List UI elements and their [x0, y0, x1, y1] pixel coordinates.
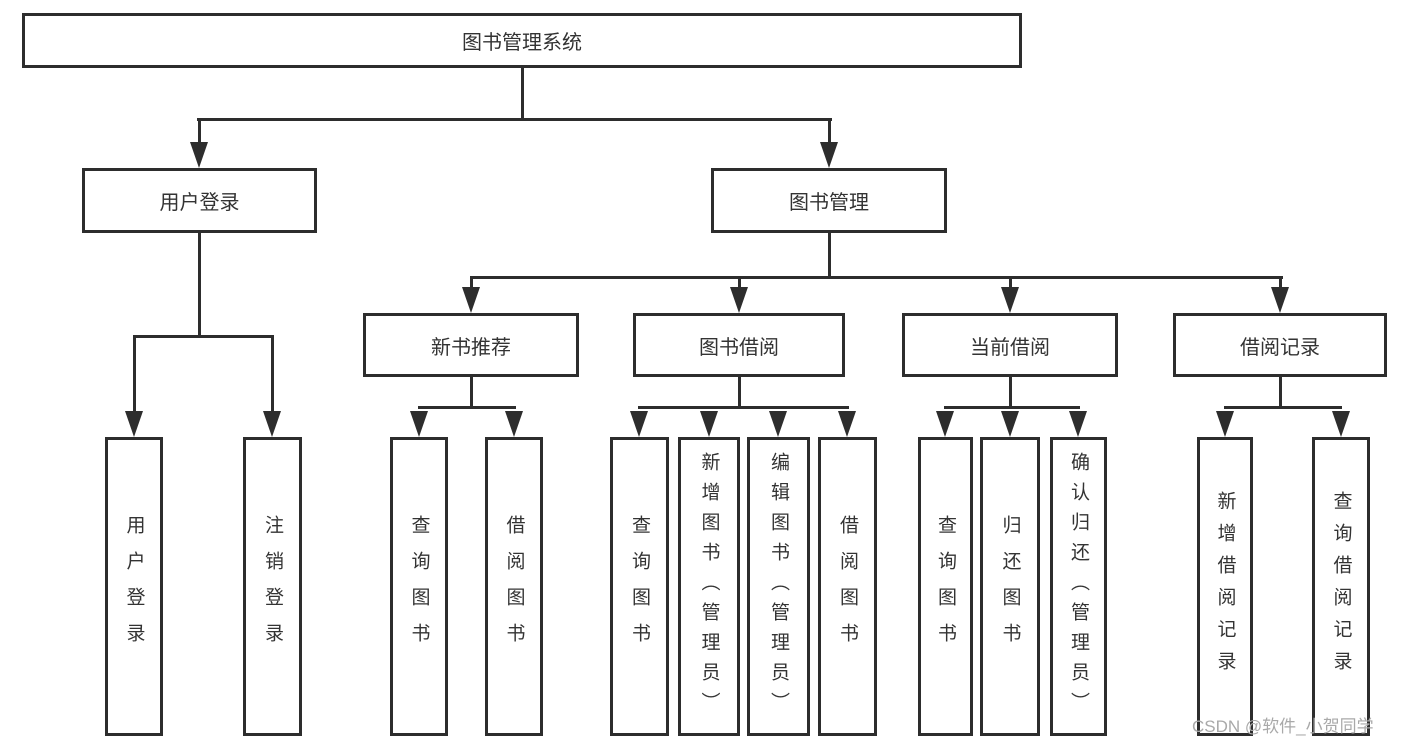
- node-user-login: 用户登录: [82, 168, 317, 233]
- node-new-book-recommend: 新书推荐: [363, 313, 579, 377]
- node-book-management-label: 图书管理: [789, 192, 869, 214]
- arrow-book-mgmt: [820, 142, 838, 168]
- connector-root-bar: [197, 118, 832, 121]
- connector-drop-user-login: [198, 118, 201, 146]
- arrow-current-leaf-3: [1069, 411, 1087, 437]
- arrow-current-leaf-2: [1001, 411, 1019, 437]
- leaf-recommend-borrow-books: 借阅图书: [485, 437, 543, 736]
- leaf-borrow-query-books-label: 查询图书: [629, 514, 650, 659]
- node-borrow-records: 借阅记录: [1173, 313, 1387, 377]
- arrow-leaf-login: [125, 411, 143, 437]
- leaf-logout-label: 注销登录: [262, 514, 283, 659]
- connector-root-stem: [521, 68, 524, 120]
- connector-recommend-bar: [418, 406, 516, 409]
- leaf-borrow-books-label: 借阅图书: [837, 514, 858, 659]
- connector-drop-leaf-logout: [271, 335, 274, 413]
- leaf-edit-books-admin: 编辑图书（管理员）: [747, 437, 810, 736]
- connector-drop-leaf-login: [133, 335, 136, 413]
- leaf-borrow-query-books: 查询图书: [610, 437, 669, 736]
- arrow-records-leaf-1: [1216, 411, 1234, 437]
- node-borrow-records-label: 借阅记录: [1240, 336, 1320, 359]
- leaf-confirm-return-admin: 确认归还（管理员）: [1050, 437, 1107, 736]
- leaf-query-borrow-record: 查询借阅记录: [1312, 437, 1370, 736]
- arrow-current-leaf-1: [936, 411, 954, 437]
- connector-drop-current: [1009, 276, 1012, 291]
- leaf-user-login: 用户登录: [105, 437, 163, 736]
- connector-mgmt-bar: [470, 276, 1283, 279]
- connector-drop-recommend: [470, 276, 473, 291]
- connector-mgmt-stem: [828, 233, 831, 279]
- connector-borrow-stem: [738, 377, 741, 409]
- leaf-add-books-admin-label: 新增图书（管理员）: [698, 451, 720, 722]
- leaf-add-books-admin: 新增图书（管理员）: [678, 437, 740, 736]
- node-current-borrow-label: 当前借阅: [970, 336, 1050, 359]
- arrow-records-leaf-2: [1332, 411, 1350, 437]
- leaf-user-login-label: 用户登录: [123, 514, 145, 659]
- connector-current-stem: [1009, 377, 1012, 409]
- arrow-leaf-logout: [263, 411, 281, 437]
- arrow-borrow: [730, 287, 748, 313]
- connector-drop-records: [1279, 276, 1282, 291]
- leaf-query-borrow-record-label: 查询借阅记录: [1330, 490, 1352, 683]
- arrow-current: [1001, 287, 1019, 313]
- arrow-records: [1271, 287, 1289, 313]
- leaf-recommend-query-books: 查询图书: [390, 437, 448, 736]
- connector-drop-book-mgmt: [828, 118, 831, 146]
- arrow-borrow-leaf-2: [700, 411, 718, 437]
- leaf-return-books: 归还图书: [980, 437, 1040, 736]
- node-book-management: 图书管理: [711, 168, 947, 233]
- connector-records-bar: [1224, 406, 1342, 409]
- connector-login-bar: [133, 335, 274, 338]
- connector-recommend-stem: [470, 377, 473, 409]
- node-user-login-label: 用户登录: [159, 192, 240, 214]
- arrow-borrow-leaf-1: [630, 411, 648, 437]
- arrow-recommend-leaf-1: [410, 411, 428, 437]
- node-root-label: 图书管理系统: [462, 32, 582, 54]
- leaf-logout: 注销登录: [243, 437, 302, 736]
- leaf-return-books-label: 归还图书: [999, 514, 1021, 659]
- leaf-current-query-books-label: 查询图书: [935, 514, 956, 659]
- arrow-recommend: [462, 287, 480, 313]
- csdn-watermark: CSDN @软件_小贺同学: [1192, 717, 1374, 736]
- leaf-edit-books-admin-label: 编辑图书（管理员）: [768, 451, 789, 722]
- leaf-recommend-query-books-label: 查询图书: [408, 514, 430, 659]
- connector-current-bar: [944, 406, 1080, 409]
- connector-drop-borrow: [738, 276, 741, 291]
- leaf-add-borrow-record: 新增借阅记录: [1197, 437, 1253, 736]
- arrow-recommend-leaf-2: [505, 411, 523, 437]
- node-new-book-recommend-label: 新书推荐: [431, 336, 511, 359]
- arrow-borrow-leaf-4: [838, 411, 856, 437]
- connector-borrow-bar: [638, 406, 849, 409]
- node-book-borrow-label: 图书借阅: [699, 336, 779, 359]
- connector-login-stem: [198, 233, 201, 338]
- leaf-current-query-books: 查询图书: [918, 437, 973, 736]
- connector-records-stem: [1279, 377, 1282, 409]
- node-root: 图书管理系统: [22, 13, 1022, 68]
- node-current-borrow: 当前借阅: [902, 313, 1118, 377]
- leaf-add-borrow-record-label: 新增借阅记录: [1214, 490, 1236, 683]
- leaf-recommend-borrow-books-label: 借阅图书: [503, 514, 525, 659]
- node-book-borrow: 图书借阅: [633, 313, 845, 377]
- leaf-confirm-return-admin-label: 确认归还（管理员）: [1068, 451, 1089, 722]
- leaf-borrow-books: 借阅图书: [818, 437, 877, 736]
- arrow-user-login: [190, 142, 208, 168]
- arrow-borrow-leaf-3: [769, 411, 787, 437]
